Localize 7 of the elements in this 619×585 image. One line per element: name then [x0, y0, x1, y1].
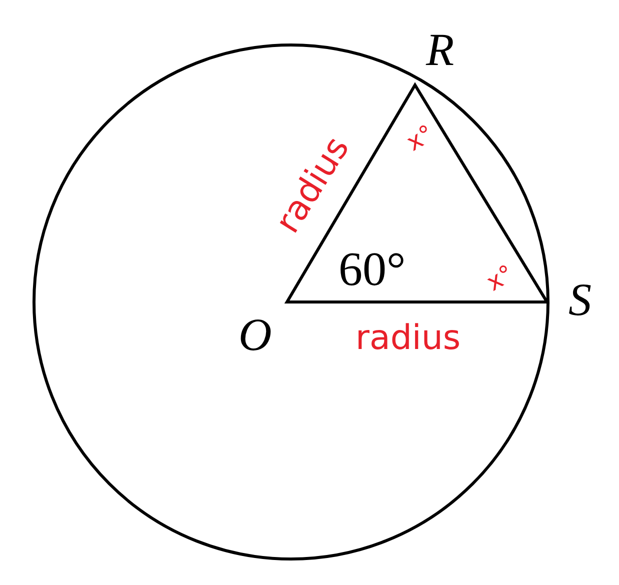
point-label: R [426, 27, 454, 73]
point-label: S [568, 277, 592, 323]
point-label: O [238, 312, 272, 358]
angle-label: x° [482, 261, 518, 295]
angle-label: 60° [338, 246, 406, 294]
angle-label: x° [402, 121, 438, 155]
side-label: radius [356, 321, 461, 355]
